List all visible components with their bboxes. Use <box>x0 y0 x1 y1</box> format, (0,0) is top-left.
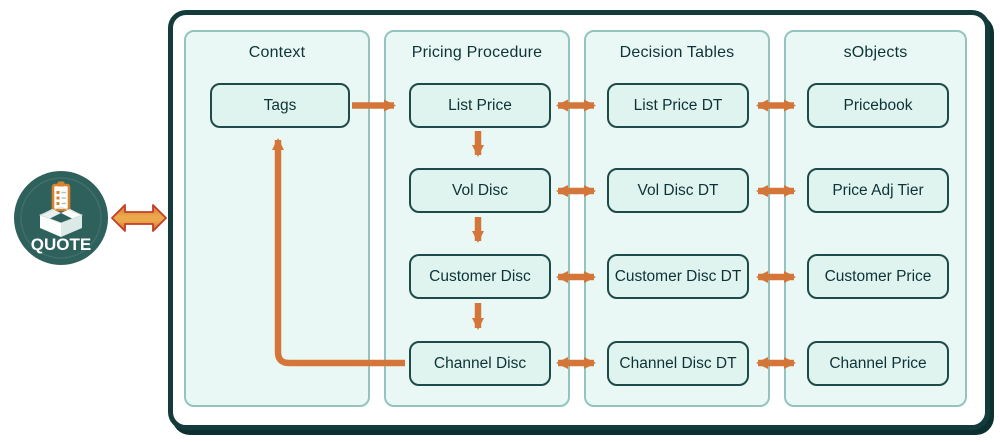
node-pricebook: Pricebook <box>807 83 949 128</box>
quote-node: QUOTE <box>13 170 109 266</box>
clipboard-icon <box>51 181 71 212</box>
node-list-price: List Price <box>409 83 551 128</box>
node-price-adj-tier: Price Adj Tier <box>807 168 949 213</box>
node-customer-disc: Customer Disc <box>409 254 551 299</box>
column-sobjects: sObjects Pricebook Price Adj Tier Custom… <box>784 30 967 407</box>
node-customer-disc-dt: Customer Disc DT <box>607 254 749 299</box>
node-channel-price: Channel Price <box>807 341 949 386</box>
main-panel: Context Tags Pricing Procedure List Pric… <box>168 10 990 430</box>
column-decision-tables: Decision Tables List Price DT Vol Disc D… <box>584 30 770 407</box>
arrow-quote-panel <box>111 204 167 232</box>
column-title: Pricing Procedure <box>411 44 543 61</box>
node-vol-disc: Vol Disc <box>409 168 551 213</box>
node-tags: Tags <box>210 83 350 128</box>
column-context: Context Tags <box>184 30 370 407</box>
column-pricing-procedure: Pricing Procedure List Price Vol Disc Cu… <box>384 30 570 407</box>
node-vol-disc-dt: Vol Disc DT <box>607 168 749 213</box>
quote-label: QUOTE <box>31 235 91 254</box>
column-title: sObjects <box>843 44 908 61</box>
node-channel-disc: Channel Disc <box>409 341 551 386</box>
column-title: Decision Tables <box>619 44 735 61</box>
column-title: Context <box>248 44 306 61</box>
node-customer-price: Customer Price <box>807 254 949 299</box>
node-channel-disc-dt: Channel Disc DT <box>607 341 749 386</box>
quote-box-clipboard-icon: QUOTE <box>14 171 108 265</box>
open-box-icon <box>38 206 84 237</box>
node-list-price-dt: List Price DT <box>607 83 749 128</box>
